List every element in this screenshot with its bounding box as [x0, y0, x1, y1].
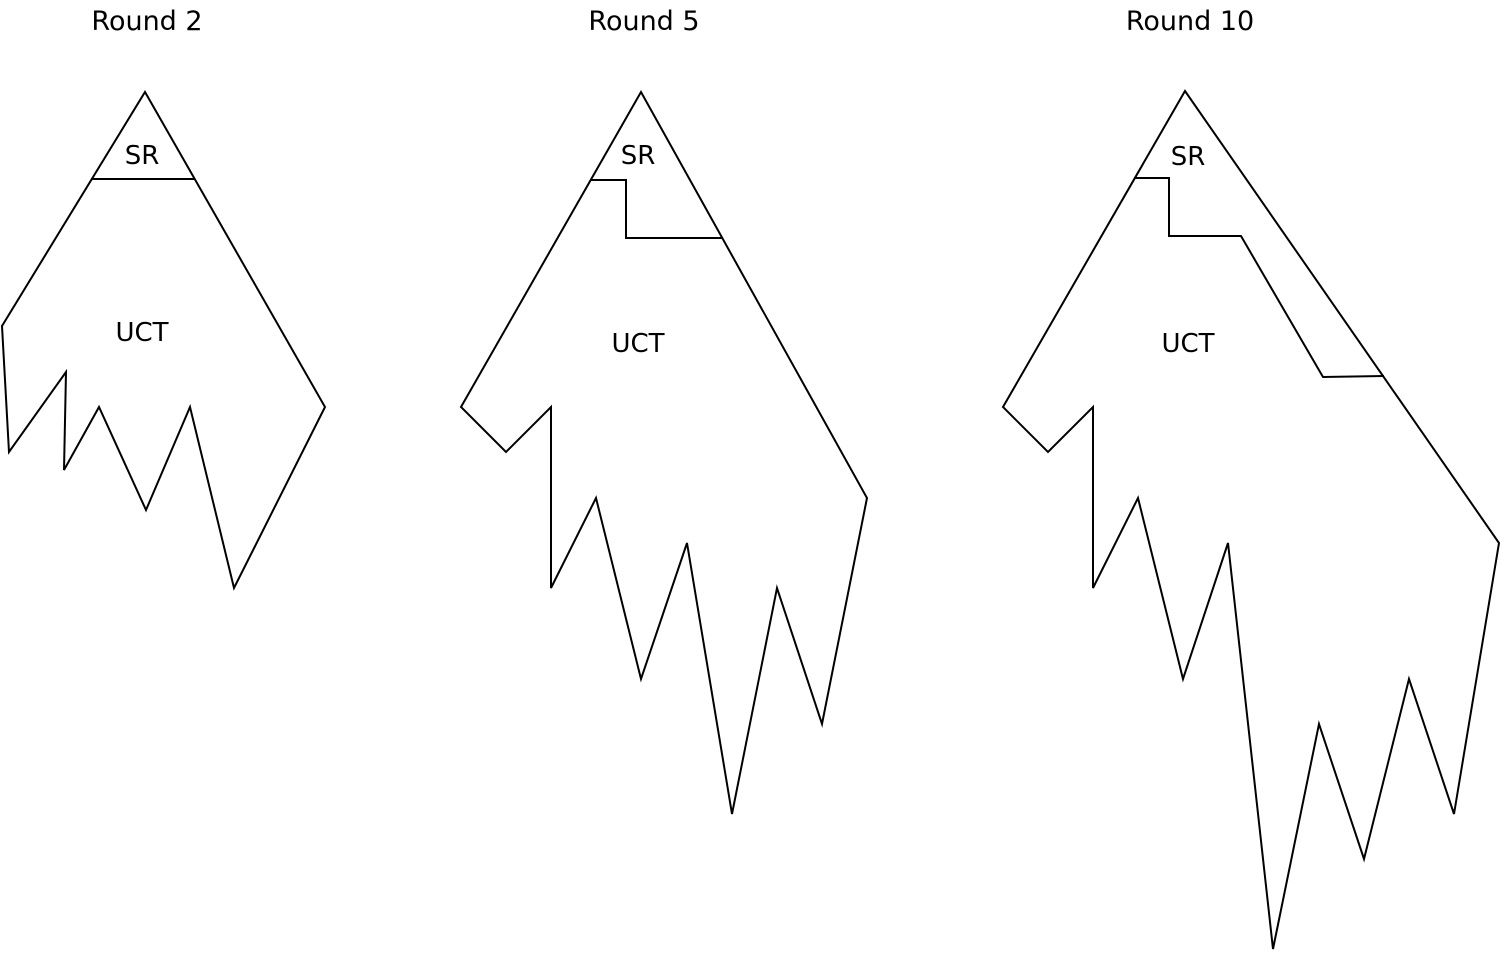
panel-title: Round 10 — [1126, 6, 1254, 37]
panel-title: Round 2 — [91, 6, 202, 37]
sr-uct-boundary — [591, 179, 722, 239]
tree-outline — [1001, 89, 1501, 950]
uct-region-label: UCT — [1161, 329, 1214, 359]
sr-region-label: SR — [1171, 142, 1206, 172]
sr-region-label: SR — [125, 141, 160, 171]
uct-region-label: UCT — [611, 329, 664, 359]
tree-outline — [459, 89, 869, 815]
sr-region-label: SR — [621, 141, 656, 171]
panel-round-2: Round 2 SR UCT — [0, 6, 327, 591]
panel-title: Round 5 — [588, 6, 699, 37]
panel-round-10: Round 10 SR UCT — [1001, 6, 1501, 950]
panel-round-5: Round 5 SR UCT — [459, 6, 869, 815]
sr-uct-boundary — [1134, 177, 1385, 379]
uct-region-label: UCT — [115, 318, 168, 348]
tree-outline — [0, 90, 327, 591]
